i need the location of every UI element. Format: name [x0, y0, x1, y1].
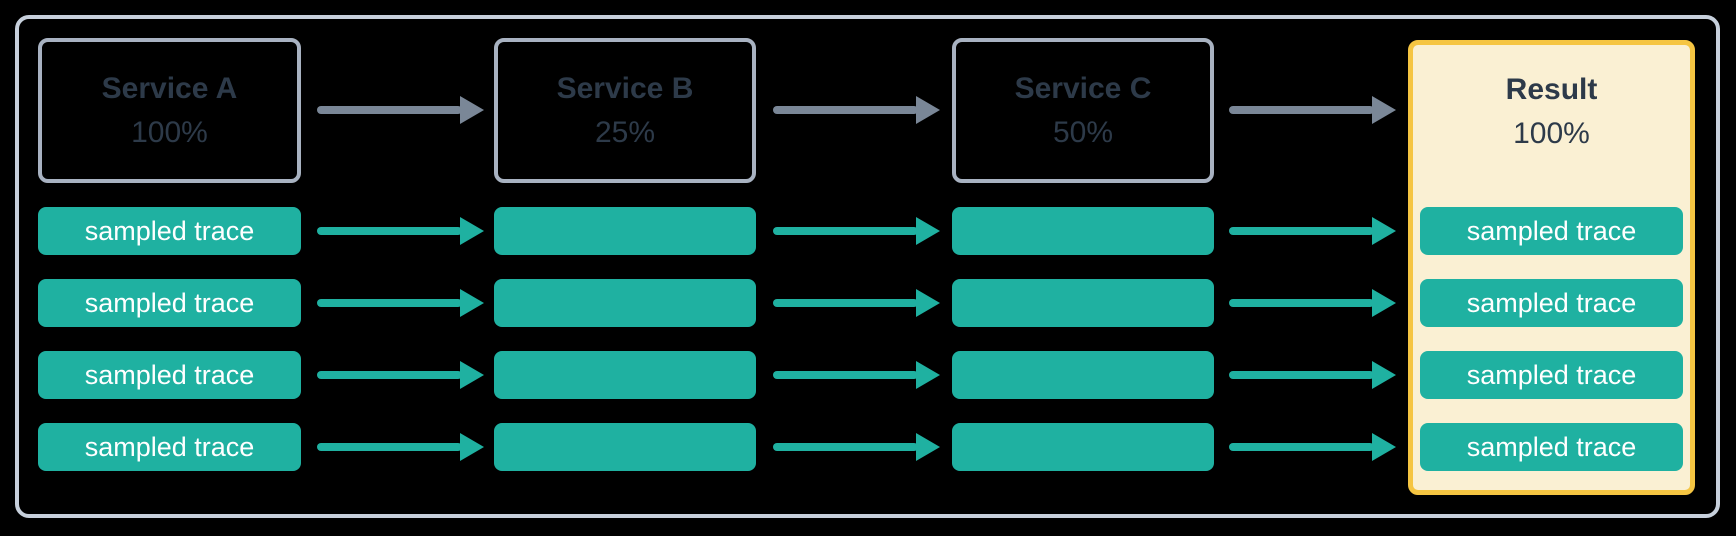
trace-bar	[494, 279, 756, 327]
arrow-shaft	[773, 371, 918, 379]
result-header: Result 100%	[1408, 52, 1695, 172]
arrow-service-b-to-c	[773, 96, 940, 124]
trace-arrow	[317, 433, 484, 461]
trace-bar: sampled trace	[38, 207, 301, 255]
result-percentage: 100%	[1513, 117, 1590, 150]
trace-arrow	[1229, 289, 1396, 317]
arrow-shaft	[317, 227, 462, 235]
trace-bar: sampled trace	[1420, 207, 1683, 255]
arrow-service-a-to-b	[317, 96, 484, 124]
arrow-service-c-to-result	[1229, 96, 1396, 124]
result-box	[1408, 40, 1695, 495]
trace-bar: sampled trace	[1420, 351, 1683, 399]
arrow-head-icon	[1372, 217, 1396, 245]
trace-bar	[494, 351, 756, 399]
service-a-label: Service A	[101, 71, 238, 105]
service-b-box: Service B 25%	[494, 38, 756, 183]
trace-bar: sampled trace	[38, 423, 301, 471]
arrow-head-icon	[460, 361, 484, 389]
service-c-percentage: 50%	[1052, 115, 1114, 149]
arrow-shaft	[1229, 443, 1374, 451]
trace-arrow	[773, 361, 940, 389]
trace-arrow	[317, 217, 484, 245]
trace-arrow	[1229, 217, 1396, 245]
service-b-percentage: 25%	[594, 115, 656, 149]
trace-bar: sampled trace	[1420, 279, 1683, 327]
arrow-shaft	[773, 299, 918, 307]
service-c-box: Service C 50%	[952, 38, 1214, 183]
service-c-label: Service C	[1014, 71, 1152, 105]
arrow-head-icon	[916, 96, 940, 124]
arrow-shaft	[773, 227, 918, 235]
arrow-head-icon	[916, 217, 940, 245]
arrow-shaft	[773, 443, 918, 451]
arrow-shaft	[1229, 299, 1374, 307]
trace-arrow	[773, 289, 940, 317]
arrow-head-icon	[460, 433, 484, 461]
trace-arrow	[1229, 361, 1396, 389]
trace-bar	[952, 423, 1214, 471]
service-a-box: Service A 100%	[38, 38, 301, 183]
result-label: Result	[1505, 73, 1598, 106]
arrow-shaft	[773, 106, 918, 114]
arrow-head-icon	[916, 361, 940, 389]
service-b-label: Service B	[556, 71, 694, 105]
trace-bar	[952, 279, 1214, 327]
outer-frame	[15, 15, 1720, 518]
arrow-head-icon	[460, 217, 484, 245]
arrow-head-icon	[916, 433, 940, 461]
trace-bar	[952, 351, 1214, 399]
arrow-shaft	[317, 443, 462, 451]
trace-bar	[494, 207, 756, 255]
service-a-percentage: 100%	[131, 115, 208, 149]
trace-bar	[952, 207, 1214, 255]
arrow-head-icon	[460, 289, 484, 317]
trace-bar	[494, 423, 756, 471]
arrow-head-icon	[916, 289, 940, 317]
arrow-shaft	[1229, 371, 1374, 379]
trace-arrow	[317, 289, 484, 317]
arrow-head-icon	[1372, 433, 1396, 461]
trace-bar: sampled trace	[38, 351, 301, 399]
arrow-shaft	[1229, 227, 1374, 235]
trace-arrow	[317, 361, 484, 389]
arrow-shaft	[1229, 106, 1374, 114]
arrow-head-icon	[1372, 361, 1396, 389]
trace-arrow	[1229, 433, 1396, 461]
arrow-shaft	[317, 299, 462, 307]
arrow-head-icon	[1372, 289, 1396, 317]
trace-bar: sampled trace	[38, 279, 301, 327]
trace-bar: sampled trace	[1420, 423, 1683, 471]
arrow-head-icon	[1372, 96, 1396, 124]
arrow-shaft	[317, 106, 462, 114]
trace-arrow	[773, 433, 940, 461]
trace-arrow	[773, 217, 940, 245]
arrow-head-icon	[460, 96, 484, 124]
arrow-shaft	[317, 371, 462, 379]
